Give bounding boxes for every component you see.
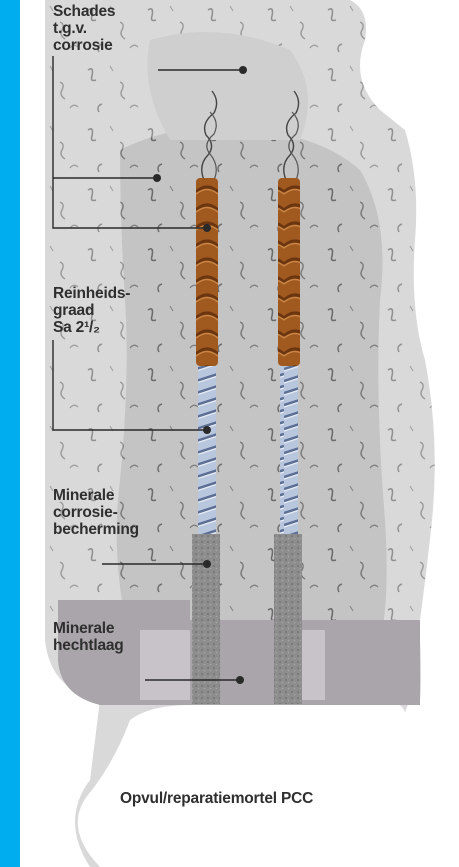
rust-segment-left bbox=[196, 178, 218, 366]
label-bonding-layer: Minerale hechtlaag bbox=[53, 620, 124, 654]
label-corrosion-protection: Minerale corrosie- becherming bbox=[53, 487, 139, 538]
label-damage: Schades t.g.v. corrosie bbox=[53, 3, 115, 54]
diagram-area: Schades t.g.v. corrosie Reinheids- graad… bbox=[20, 0, 459, 867]
clean-steel-left bbox=[198, 366, 216, 534]
clean-steel-right bbox=[280, 366, 298, 534]
rust-segment-right bbox=[278, 178, 300, 366]
label-cleanliness: Reinheids- graad Sa 2¹/₂ bbox=[53, 285, 130, 336]
coated-steel-right bbox=[274, 534, 302, 704]
repair-mortar bbox=[78, 705, 413, 867]
label-repair-mortar: Opvul/reparatiemortel PCC bbox=[120, 790, 313, 808]
repair-diagram bbox=[20, 0, 459, 867]
coated-steel-left bbox=[192, 534, 220, 704]
